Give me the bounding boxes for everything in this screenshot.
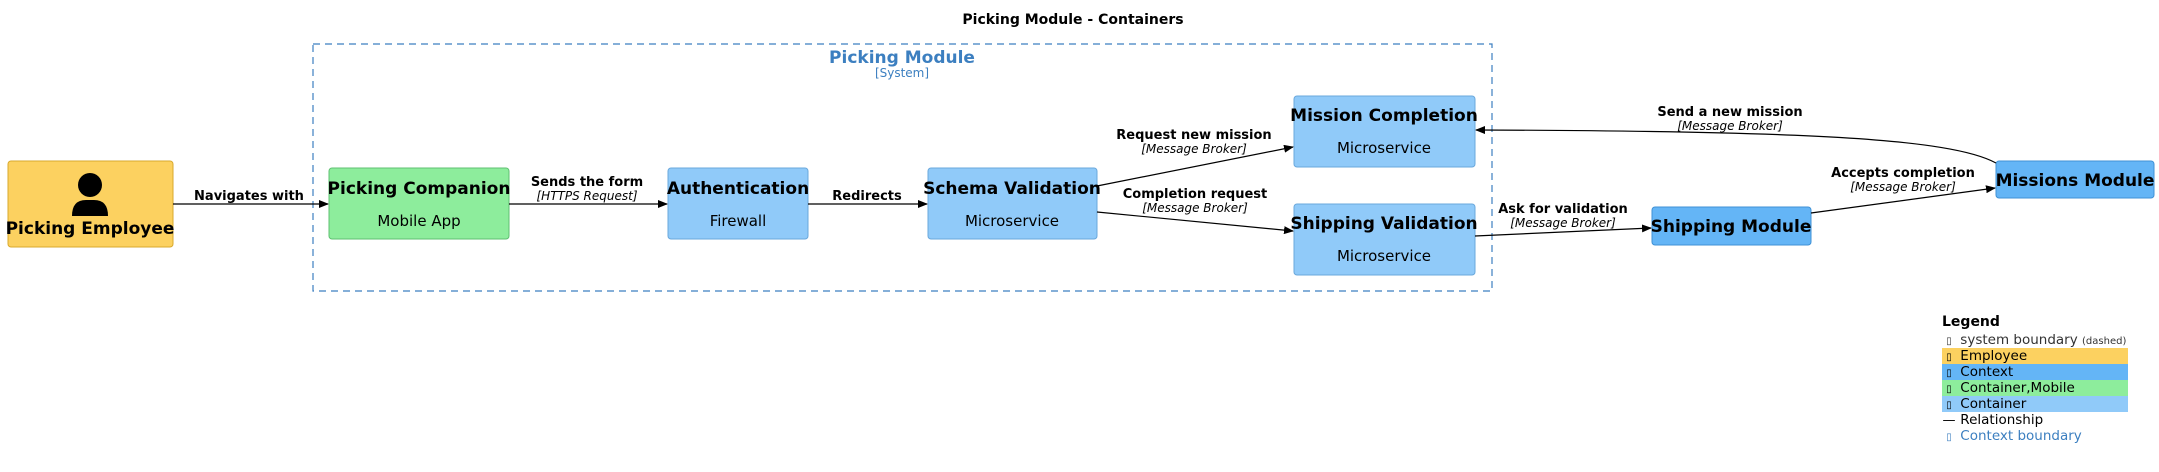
authentication-name: Authentication <box>667 179 809 199</box>
relation-request-mission-line <box>1096 144 1294 187</box>
legend-item-label: Relationship <box>1960 412 2044 428</box>
legend-item-context-boundary: ▯ Context boundary <box>1942 428 2128 444</box>
legend-item-label: Context <box>1960 364 2014 380</box>
relation-completion-request-tech: [Message Broker] <box>1142 201 1248 215</box>
mission-completion-tech: Microservice <box>1337 139 1431 157</box>
shipping-validation-name: Shipping Validation <box>1290 214 1477 234</box>
legend-marker-icon: ▯ <box>1946 400 1952 411</box>
authentication-tech: Firewall <box>710 212 767 230</box>
relation-redirects-label: Redirects <box>832 189 902 204</box>
picking-employee-node[interactable]: Picking Employee <box>6 160 175 248</box>
legend-item-system-boundary: ▯ system boundary (dashed) <box>1942 332 2128 348</box>
boundary-type: [System] <box>875 66 929 80</box>
picking-companion-name: Picking Companion <box>328 179 511 199</box>
relation-completion-request-line <box>1096 211 1294 235</box>
shipping-module-name: Shipping Module <box>1651 217 1812 237</box>
shipping-module-node[interactable]: Shipping Module <box>1651 206 1812 246</box>
legend-item-container: ▯ Container <box>1942 396 2128 412</box>
legend-marker-icon: ▯ <box>1946 432 1952 443</box>
mission-completion-node[interactable]: Mission Completion Microservice <box>1290 95 1478 168</box>
legend-marker-icon: ▯ <box>1946 352 1952 363</box>
relation-request-mission-label: Request new mission <box>1116 128 1271 143</box>
legend-item-relationship: — Relationship <box>1942 412 2128 428</box>
schema-validation-name: Schema Validation <box>923 179 1101 199</box>
legend-marker-icon: ▯ <box>1946 368 1952 379</box>
relation-ask-validation-tech: [Message Broker] <box>1510 216 1616 230</box>
relation-send-mission-tech: [Message Broker] <box>1677 119 1783 133</box>
relation-ask-validation-label: Ask for validation <box>1498 202 1628 217</box>
legend-marker-icon: ▯ <box>1946 336 1952 347</box>
relation-send-mission-line <box>1475 126 1997 164</box>
legend-item-label: Container <box>1960 396 2027 412</box>
legend-item-employee: ▯ Employee <box>1942 348 2128 364</box>
picking-companion-tech: Mobile App <box>377 212 460 230</box>
legend-item-label: Context boundary <box>1960 428 2082 444</box>
system-boundary <box>312 43 1493 292</box>
relation-send-mission-label: Send a new mission <box>1657 105 1802 120</box>
relation-sends-form-tech: [HTTPS Request] <box>537 189 638 203</box>
missions-module-name: Missions Module <box>1996 171 2155 191</box>
relation-accepts-completion-line <box>1810 185 1996 214</box>
legend-line-icon: — <box>1942 413 1956 428</box>
legend-item-note: (dashed) <box>2082 336 2127 347</box>
relation-accepts-completion-tech: [Message Broker] <box>1850 180 1956 194</box>
missions-module-node[interactable]: Missions Module <box>1995 160 2155 199</box>
relation-sends-form-label: Sends the form <box>531 175 643 190</box>
legend-item-container-mobile: ▯ Container,Mobile <box>1942 380 2128 396</box>
person-icon <box>72 173 108 216</box>
relation-ask-validation-line <box>1474 224 1652 237</box>
authentication-node[interactable]: Authentication Firewall <box>667 167 809 240</box>
relation-accepts-completion-label: Accepts completion <box>1831 166 1975 181</box>
legend-item-label: Employee <box>1960 348 2028 364</box>
mission-completion-name: Mission Completion <box>1290 106 1478 126</box>
relation-completion-request-label: Completion request <box>1123 187 1268 202</box>
relation-request-mission-tech: [Message Broker] <box>1141 142 1247 156</box>
boundary-name: Picking Module <box>829 48 975 68</box>
schema-validation-tech: Microservice <box>965 212 1059 230</box>
legend-item-label: Container,Mobile <box>1960 380 2075 396</box>
shipping-validation-tech: Microservice <box>1337 247 1431 265</box>
shipping-validation-node[interactable]: Shipping Validation Microservice <box>1290 203 1478 276</box>
legend-item-context: ▯ Context <box>1942 364 2128 380</box>
schema-validation-node[interactable]: Schema Validation Microservice <box>923 167 1101 240</box>
relation-navigates-label: Navigates with <box>194 189 304 204</box>
legend-item-label: system boundary <box>1960 332 2078 348</box>
legend-marker-icon: ▯ <box>1946 384 1952 395</box>
picking-employee-name: Picking Employee <box>6 219 175 239</box>
picking-companion-node[interactable]: Picking Companion Mobile App <box>328 167 511 240</box>
legend-title: Legend <box>1942 314 2000 330</box>
diagram-title: Picking Module - Containers <box>962 12 1183 28</box>
